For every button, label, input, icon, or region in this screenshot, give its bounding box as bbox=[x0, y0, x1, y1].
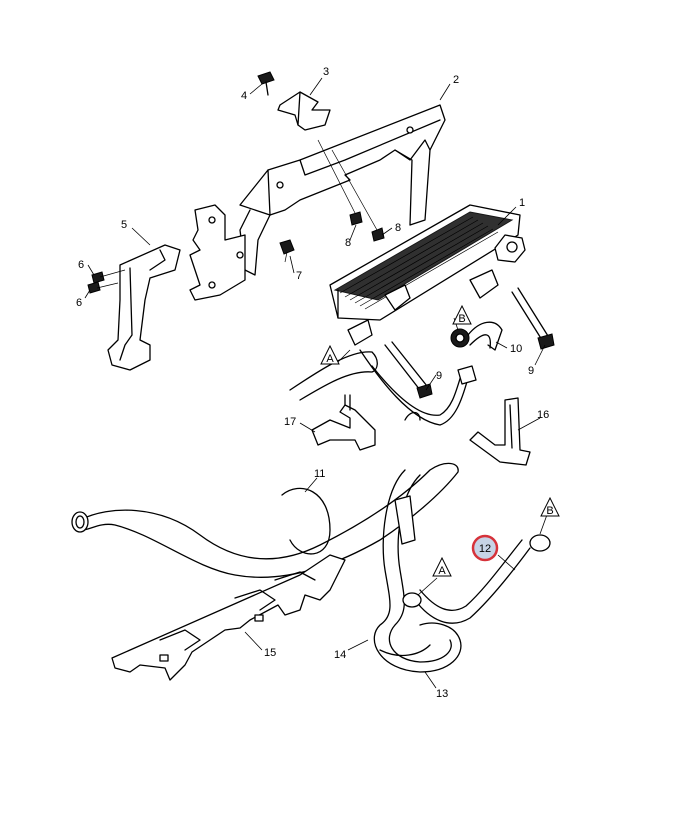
part-2-bracket bbox=[239, 104, 446, 276]
callout-12: 12 bbox=[479, 543, 491, 555]
callout-7: 7 bbox=[296, 270, 302, 282]
callout-2: 2 bbox=[453, 74, 459, 86]
callout-8b: 8 bbox=[395, 222, 401, 234]
ref-label: B bbox=[458, 313, 465, 325]
ref-label: B bbox=[546, 505, 553, 517]
callout-9a: 9 bbox=[436, 370, 442, 382]
callout-16: 16 bbox=[537, 409, 549, 421]
callout-1: 1 bbox=[519, 197, 525, 209]
callout-labels: 1 2 3 4 5 6 6 7 8 8 9 9 10 11 13 14 15 1… bbox=[76, 66, 549, 700]
ref-triangle-b-upper: B bbox=[452, 304, 472, 325]
part-3-bracket bbox=[277, 91, 331, 131]
part-8-bolts bbox=[317, 139, 385, 242]
ref-label: A bbox=[438, 565, 446, 577]
callout-3: 3 bbox=[323, 66, 329, 78]
ref-triangle-a-lower: A bbox=[432, 556, 452, 577]
callout-6a: 6 bbox=[78, 259, 84, 271]
part-11-hose bbox=[71, 462, 459, 578]
part-17-clip bbox=[311, 394, 421, 451]
callout-4: 4 bbox=[241, 90, 247, 102]
part-13-hose bbox=[373, 469, 462, 673]
ref-triangle-a-upper: A bbox=[320, 344, 340, 365]
callout-6b: 6 bbox=[76, 297, 82, 309]
part-9-bolts bbox=[384, 287, 555, 399]
leader-lines bbox=[84, 77, 549, 689]
part-15-bracket bbox=[111, 554, 346, 681]
callout-12-highlight[interactable]: 12 bbox=[471, 534, 499, 562]
part-4-bolt bbox=[257, 71, 275, 96]
part-16-bracket bbox=[469, 397, 531, 466]
callout-15: 15 bbox=[264, 647, 276, 659]
callout-5: 5 bbox=[121, 219, 127, 231]
ref-label: A bbox=[326, 353, 334, 365]
callout-13: 13 bbox=[436, 688, 448, 700]
part-10-fitting bbox=[450, 321, 503, 351]
part-1-cooler bbox=[329, 204, 526, 346]
callout-11: 11 bbox=[314, 468, 325, 480]
callout-10: 10 bbox=[510, 343, 522, 355]
callout-8a: 8 bbox=[345, 237, 351, 249]
part-hose-upper bbox=[289, 349, 477, 426]
part-12-hose bbox=[402, 534, 551, 624]
callout-14: 14 bbox=[334, 649, 346, 661]
part-7-nut bbox=[279, 239, 295, 263]
part-5-bracket bbox=[107, 204, 246, 371]
ref-triangle-b-lower: B bbox=[540, 496, 560, 517]
callout-9b: 9 bbox=[528, 365, 534, 377]
callout-17: 17 bbox=[284, 416, 296, 428]
